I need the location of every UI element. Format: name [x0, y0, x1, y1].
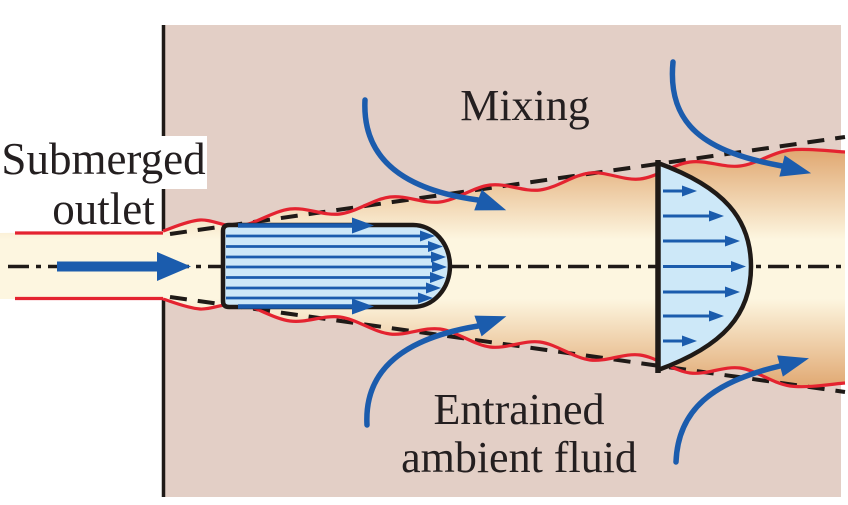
arrowhead-icon [432, 261, 447, 273]
label-background-box [0, 136, 207, 189]
submerged-outlet-label-line1: Submerged [1, 134, 206, 184]
arrow-curve [362, 97, 481, 203]
entrainment-arrow-bottom-left [364, 315, 507, 428]
mixing-label: Mixing [425, 84, 625, 128]
arrowhead-icon [731, 261, 746, 272]
entrainment-arrow-bottom-right [673, 355, 809, 465]
entrainment-arrow-top-left [362, 97, 507, 211]
parabolic-velocity-profile [655, 160, 754, 373]
arrowhead-icon [725, 286, 740, 298]
arrowhead-icon [682, 185, 697, 197]
submerged-outlet-label: Submerged outlet [0, 134, 207, 234]
arrowhead-icon [779, 155, 812, 177]
arrowhead-icon [431, 251, 446, 263]
arrowhead-icon [157, 252, 191, 281]
arrowhead-icon [725, 235, 740, 247]
turbulent-boundary-red-top [162, 147, 846, 233]
submerged-outlet-label-line2: outlet [52, 184, 155, 234]
uniform-velocity-profile [220, 217, 453, 315]
arrowhead-icon [430, 272, 445, 283]
arrowhead-icon [474, 189, 507, 211]
arrowhead-icon [709, 210, 724, 222]
arrowhead-icon [352, 217, 374, 234]
entrained-ambient-fluid-label: Entrained ambient fluid [394, 386, 644, 482]
mixing-label-text: Mixing [460, 81, 590, 130]
arrowhead-icon [418, 292, 433, 304]
arrowhead-icon [709, 310, 724, 322]
arrowhead-icon [777, 355, 809, 377]
arrow-curve [673, 363, 783, 465]
arrowhead-icon [428, 241, 443, 252]
uniform-profile-velocity-vectors [226, 230, 447, 304]
arrow-curve [669, 59, 785, 169]
arrowhead-icon [682, 335, 697, 347]
arrow-curve [364, 323, 481, 428]
entrained-label-line2: ambient fluid [401, 433, 637, 482]
entrained-label-line1: Entrained [433, 385, 605, 434]
arrowhead-icon [474, 315, 507, 337]
arrow-shaft [57, 261, 159, 272]
arrowhead-icon [426, 282, 441, 294]
inlet-flow-arrow [57, 252, 191, 281]
arrowhead-icon [352, 298, 374, 315]
arrowhead-icon [420, 230, 435, 242]
parabolic-profile-velocity-vectors [663, 185, 746, 347]
entrainment-arrow-top-right [669, 59, 812, 177]
